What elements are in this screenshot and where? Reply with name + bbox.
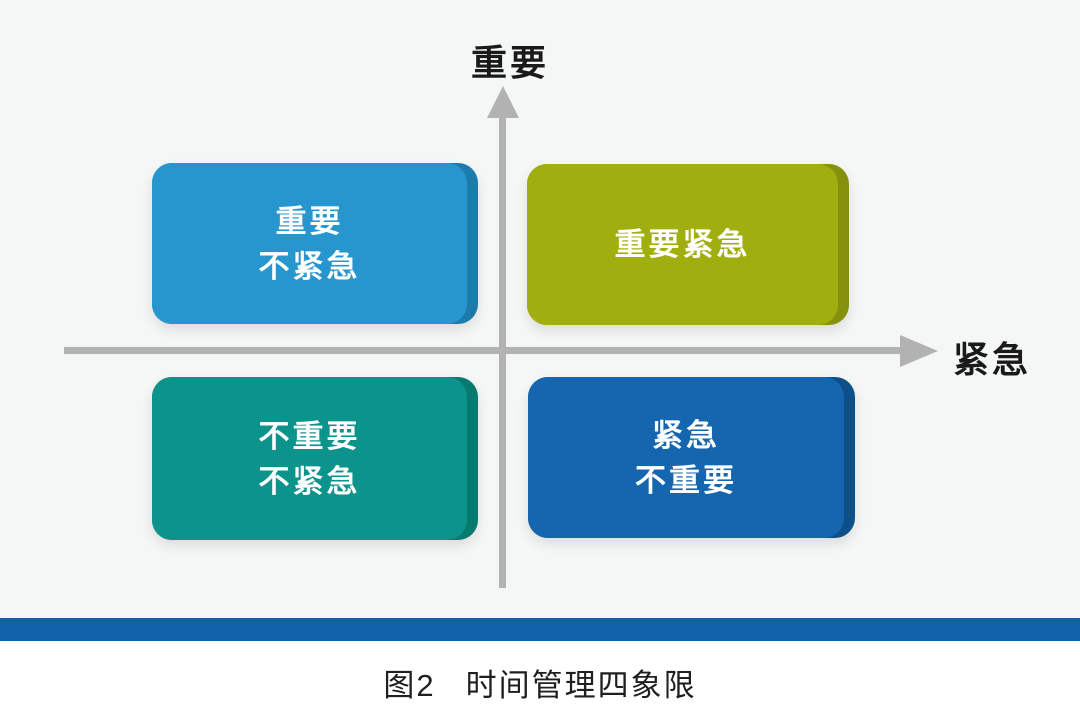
quadrant-face: 不重要 不紧急	[152, 377, 467, 540]
quadrant-label-line: 不重要	[258, 418, 361, 454]
quadrant-important-urgent: 重要紧急	[527, 164, 849, 325]
divider-bar	[0, 618, 1080, 641]
horizontal-axis-line	[64, 347, 902, 354]
quadrant-label-line: 重要	[275, 203, 344, 239]
up-arrow-icon	[487, 86, 519, 118]
figure-title: 时间管理四象限	[465, 668, 697, 703]
quadrant-label-line: 重要紧急	[614, 227, 751, 262]
figure-number: 图2	[383, 668, 436, 703]
quadrant-urgent-not-important: 紧急 不重要	[528, 377, 855, 538]
quadrant-face: 重要 不紧急	[152, 163, 467, 324]
quadrant-label-line: 不重要	[635, 462, 737, 498]
right-arrow-icon	[900, 335, 938, 367]
quadrant-label-line: 不紧急	[258, 463, 361, 499]
quadrant-face: 紧急 不重要	[528, 377, 844, 538]
figure-caption: 图2 时间管理四象限	[0, 660, 1080, 705]
quadrant-face: 重要紧急	[527, 164, 838, 325]
x-axis-label: 紧急	[953, 339, 1032, 380]
quadrant-important-not-urgent: 重要 不紧急	[152, 163, 478, 324]
quadrant-label-line: 不紧急	[258, 248, 361, 284]
quadrant-not-important-not-urgent: 不重要 不紧急	[152, 377, 478, 540]
y-axis-label: 重要	[471, 42, 550, 83]
quadrant-label-line: 紧急	[652, 417, 720, 453]
